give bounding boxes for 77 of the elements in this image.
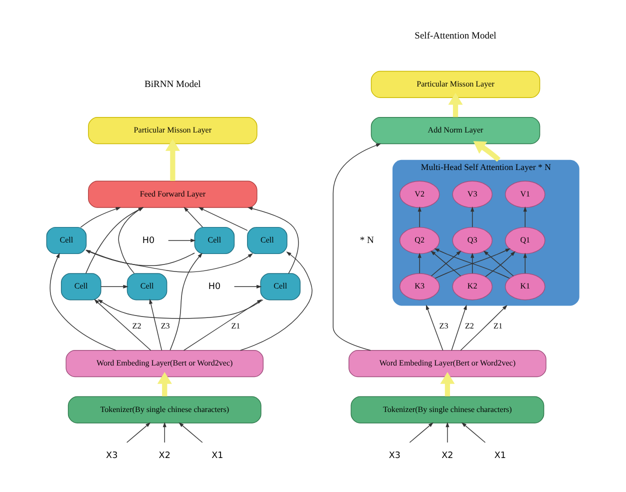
- arrow: [178, 422, 203, 443]
- arrow: [470, 206, 474, 228]
- node-text: X3: [388, 451, 401, 462]
- node-text: X1: [212, 451, 224, 462]
- node-ellipse: K2: [452, 273, 493, 300]
- arrow: [162, 422, 166, 443]
- label: Self-Attention Model: [414, 32, 496, 42]
- node-ellipse: V1: [504, 180, 546, 208]
- arrow: [430, 250, 462, 276]
- arrow: [50, 252, 117, 351]
- arrow: [183, 299, 262, 351]
- arrow: [473, 141, 500, 162]
- arrow: [440, 372, 455, 396]
- edge-label: Z1: [494, 321, 502, 330]
- node-box: Cell: [260, 273, 301, 300]
- arrow: [157, 372, 172, 396]
- node-ellipse: K1: [504, 273, 546, 300]
- arrow: [523, 252, 527, 274]
- arrow: [446, 422, 450, 443]
- arrow: [332, 144, 382, 351]
- node-box: Cell: [60, 273, 102, 300]
- node-box: Cell: [46, 226, 87, 254]
- arrow: [448, 92, 463, 118]
- node-ellipse: V2: [399, 180, 440, 208]
- node-box: Particular Misson Layer: [88, 117, 258, 144]
- arrow: [234, 284, 262, 288]
- arrow: [418, 252, 422, 274]
- node-text: H0: [208, 282, 221, 292]
- node-box: Particular Misson Layer: [370, 70, 540, 98]
- edge-label: Z2: [464, 321, 474, 330]
- edge-label: Z2: [132, 321, 142, 330]
- node-ellipse: V3: [452, 180, 493, 208]
- node-box: Word Embeding Layer(Bert or Word2vec): [348, 350, 546, 378]
- arrow: [247, 206, 299, 274]
- edge-label: Z3: [160, 321, 170, 330]
- node-box: Add Norm Layer: [370, 117, 540, 144]
- arrow: [451, 304, 467, 351]
- node-box: Word Embeding Layer(Bert or Word2vec): [66, 350, 264, 378]
- arrow: [523, 206, 527, 228]
- arrow: [94, 299, 152, 351]
- arrow: [165, 139, 180, 181]
- arrow: [85, 250, 195, 266]
- node-text: H0: [142, 236, 155, 246]
- arrow: [86, 250, 254, 272]
- node-text: X2: [442, 451, 454, 462]
- arrow: [86, 207, 144, 274]
- arrow: [460, 304, 508, 351]
- arrow: [126, 422, 151, 443]
- node-text: X2: [158, 451, 170, 462]
- arrow: [170, 252, 203, 351]
- arrow: [168, 238, 196, 242]
- node-box: Feed Forward Layer: [88, 180, 258, 208]
- node-box: Cell: [247, 226, 288, 254]
- node-box: Tokenizer(By single chinese characters): [68, 396, 262, 424]
- arrow: [118, 207, 144, 274]
- node-text: X3: [106, 451, 118, 462]
- node-box: Cell: [194, 226, 235, 254]
- node-text: X1: [494, 451, 506, 462]
- arrow: [418, 206, 422, 228]
- node-box: Tokenizer(By single chinese characters): [350, 396, 544, 424]
- edge-label: Z1: [231, 321, 240, 330]
- arrow: [409, 422, 434, 443]
- arrow: [470, 252, 474, 274]
- arrow: [80, 207, 121, 228]
- node-ellipse: K3: [399, 273, 440, 300]
- label: BiRNN Model: [144, 80, 201, 90]
- arrow: [98, 299, 264, 319]
- arrow: [149, 298, 162, 351]
- node-box: Cell: [126, 273, 168, 300]
- arrow: [426, 304, 444, 351]
- edge-label: Z3: [439, 321, 448, 330]
- arrow: [184, 206, 203, 228]
- label: * N: [360, 236, 374, 246]
- arrow: [240, 252, 312, 351]
- arrow: [198, 207, 248, 231]
- arrow: [100, 284, 128, 288]
- arrow: [461, 422, 486, 443]
